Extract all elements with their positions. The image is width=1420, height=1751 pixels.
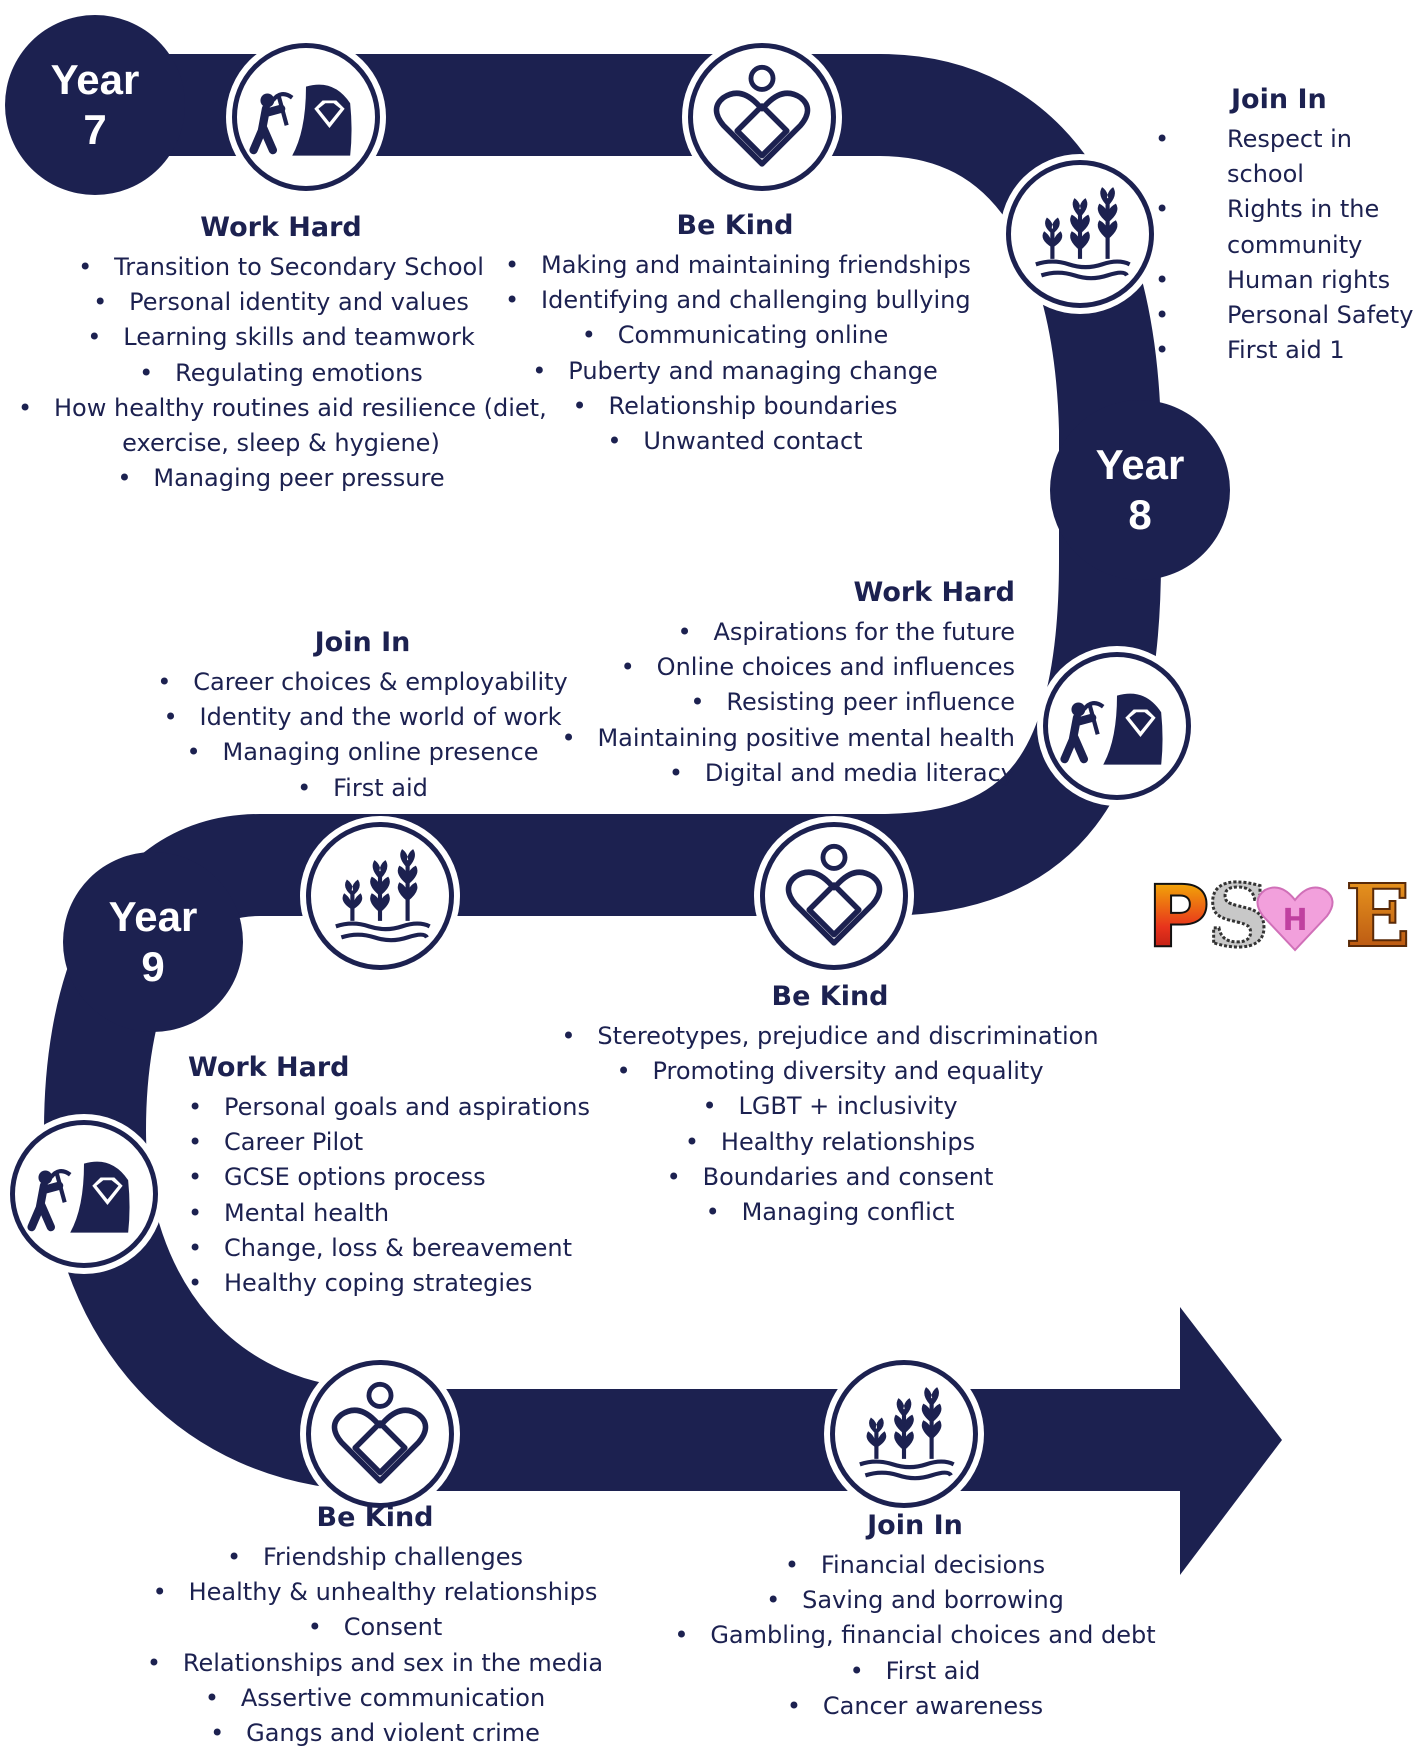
logo-letter-e: E [1345, 870, 1411, 956]
list-item: Digital and media literacy [560, 756, 1015, 791]
list-item: First aid 1 [1191, 333, 1416, 368]
list-item: LGBT + inclusivity [560, 1089, 1100, 1124]
year-number: 8 [1128, 491, 1152, 538]
year-label: Year [1095, 441, 1185, 488]
plants-growing-icon [830, 1360, 978, 1508]
list-item: Personal identity and values [18, 285, 544, 320]
list-item: Human rights [1191, 263, 1416, 298]
list-item: GCSE options process [188, 1160, 608, 1195]
y8-be-kind-block: Be Kind Stereotypes, prejudice and discr… [560, 981, 1100, 1230]
miner-diamond-icon [10, 1120, 158, 1268]
section-title: Be Kind [771, 981, 889, 1012]
plants-growing-icon [306, 822, 454, 970]
list-item: Relationships and sex in the media [140, 1646, 610, 1681]
list-item: Gangs and violent crime [140, 1716, 610, 1751]
list-item: Healthy relationships [560, 1125, 1100, 1160]
road-arrowhead [1180, 1307, 1282, 1575]
y7-work-hard-block: Work Hard Transition to Secondary School… [18, 212, 547, 496]
list-item: Aspirations for the future [560, 615, 1015, 650]
list-item: Stereotypes, prejudice and discriminatio… [560, 1019, 1100, 1054]
section-title: Be Kind [316, 1502, 434, 1533]
list-item: Making and maintaining friendships [505, 248, 971, 283]
list-item-continuation: exercise, sleep & hygiene) [122, 429, 440, 458]
year-label: Year [50, 56, 140, 103]
year-8-badge: Year 8 [1050, 400, 1230, 580]
list-item: Saving and borrowing [655, 1583, 1175, 1618]
year-number: 9 [141, 943, 165, 990]
y9-work-hard-block: Work Hard Personal goals and aspirations… [188, 1052, 608, 1301]
section-title: Work Hard [853, 577, 1016, 608]
list-item: Managing conflict [560, 1195, 1100, 1230]
list-item: Puberty and managing change [505, 354, 965, 389]
list-item: How healthy routines aid resilience (die… [18, 391, 547, 426]
plants-growing-icon [1006, 160, 1154, 308]
logo-letter-h: H [1282, 903, 1307, 938]
logo-letter-p: P [1147, 870, 1210, 956]
y8-work-hard-block: Work Hard Aspirations for the future Onl… [560, 577, 1015, 791]
section-title: Work Hard [188, 1052, 350, 1083]
list-item: Promoting diversity and equality [560, 1054, 1100, 1089]
heart-person-icon [688, 43, 836, 191]
list-item: Personal Safety [1191, 298, 1416, 333]
list-item: Boundaries and consent [560, 1160, 1100, 1195]
y9-be-kind-block: Be Kind Friendship challenges Healthy & … [140, 1502, 610, 1751]
pshe-logo: P S H E [1146, 870, 1412, 956]
y7-be-kind-block: Be Kind Making and maintaining friendshi… [505, 210, 971, 459]
section-title: Join In [314, 627, 411, 658]
section-title: Join In [1231, 84, 1327, 115]
list-item: Maintaining positive mental health [560, 721, 1015, 756]
y7-join-in-block: Join In Respect in school Rights in the … [1191, 84, 1416, 368]
year-7-badge: Year 7 [5, 15, 185, 195]
logo-letter-s: S [1207, 870, 1269, 956]
list-item: Managing online presence [150, 735, 575, 770]
list-item: Rights in the community [1191, 192, 1416, 262]
list-item: Resisting peer influence [560, 685, 1015, 720]
section-title: Work Hard [200, 212, 362, 243]
list-item: Healthy & unhealthy relationships [140, 1575, 610, 1610]
y8-join-in-block: Join In Career choices & employability I… [150, 627, 575, 806]
list-item: First aid [655, 1654, 1175, 1689]
list-item: Communicating online [505, 318, 965, 353]
list-item: Financial decisions [655, 1548, 1175, 1583]
list-item: First aid [150, 771, 575, 806]
list-item: Career Pilot [188, 1125, 608, 1160]
list-item: Transition to Secondary School [18, 250, 544, 285]
section-title: Be Kind [676, 210, 794, 241]
list-item: Identity and the world of work [150, 700, 575, 735]
list-item: Gambling, financial choices and debt [655, 1618, 1175, 1653]
list-item: Consent [140, 1610, 610, 1645]
list-item: Mental health [188, 1196, 608, 1231]
miner-diamond-icon [1043, 652, 1191, 800]
list-item: Assertive communication [140, 1681, 610, 1716]
list-item: Friendship challenges [140, 1540, 610, 1575]
miner-diamond-icon [232, 43, 380, 191]
heart-person-icon [306, 1360, 454, 1508]
list-item: Cancer awareness [655, 1689, 1175, 1724]
list-item: Relationship boundaries [505, 389, 965, 424]
list-item: Learning skills and teamwork [18, 320, 544, 355]
list-item: Personal goals and aspirations [188, 1090, 608, 1125]
list-item: Respect in school [1191, 122, 1416, 192]
y9-join-in-block: Join In Financial decisions Saving and b… [655, 1510, 1175, 1724]
heart-person-icon [760, 822, 908, 970]
section-title: Join In [867, 1510, 963, 1541]
year-number: 7 [83, 106, 107, 153]
year-label: Year [108, 893, 198, 940]
list-item: Regulating emotions [18, 356, 544, 391]
list-item: Healthy coping strategies [188, 1266, 608, 1301]
list-item: Change, loss & bereavement [188, 1231, 608, 1266]
heart-icon [1256, 886, 1334, 952]
list-item: Online choices and influences [560, 650, 1015, 685]
list-item: Career choices & employability [150, 665, 575, 700]
list-item: Identifying and challenging bullying [505, 283, 971, 318]
list-item: Managing peer pressure [18, 461, 544, 496]
list-item: Unwanted contact [505, 424, 965, 459]
year-9-badge: Year 9 [63, 852, 243, 1032]
